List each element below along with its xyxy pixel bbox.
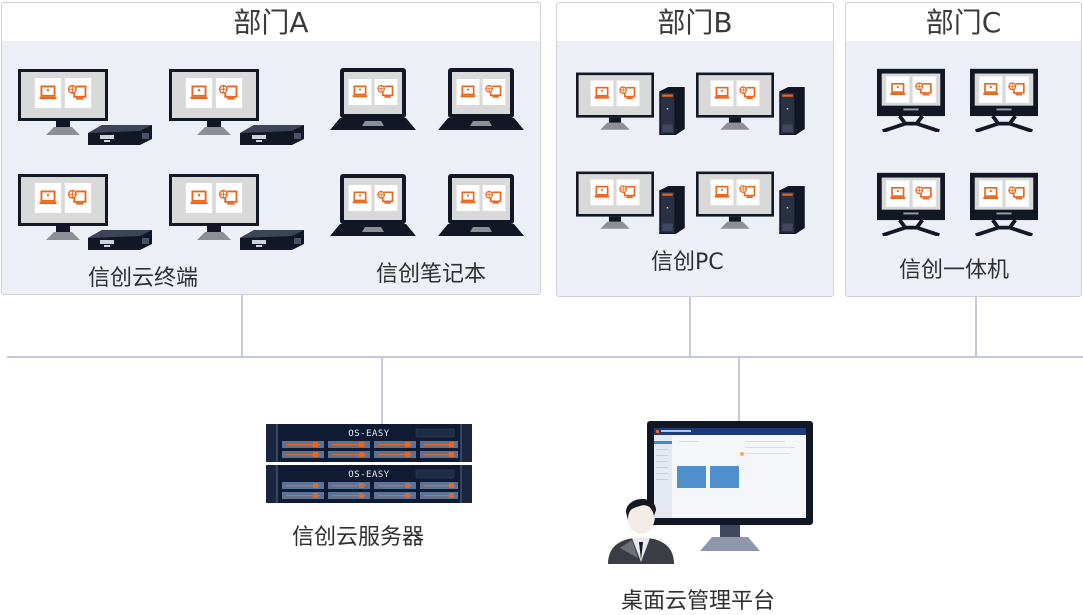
administrator-person-icon bbox=[608, 498, 674, 564]
all-in-one-icon bbox=[970, 68, 1038, 132]
pc-monitor-icon bbox=[576, 171, 654, 231]
thin-client-box-icon bbox=[240, 228, 304, 252]
laptop-group-label: 信创笔记本 bbox=[376, 262, 487, 287]
server-rack-icon bbox=[266, 465, 472, 503]
thin-client-box-icon bbox=[88, 123, 152, 147]
management-connector bbox=[738, 358, 740, 422]
server-rack-icon bbox=[266, 424, 472, 462]
pc-monitor-icon bbox=[696, 171, 774, 231]
pc-tower-icon bbox=[775, 186, 809, 234]
pc-monitor-icon bbox=[696, 72, 774, 132]
thin-client-box-icon bbox=[88, 228, 152, 252]
all-in-one-group-label: 信创一体机 bbox=[899, 258, 1010, 283]
server-connector bbox=[381, 358, 383, 424]
all-in-one-icon bbox=[970, 172, 1038, 236]
dept-c-connector bbox=[975, 296, 977, 356]
department-c-title: 部门C bbox=[846, 3, 1081, 41]
laptop-icon bbox=[330, 174, 416, 238]
dept-b-connector bbox=[689, 296, 691, 356]
server-label: 信创云服务器 bbox=[292, 525, 425, 550]
pc-group-label: 信创PC bbox=[651, 250, 724, 275]
department-b-title: 部门B bbox=[557, 3, 833, 41]
all-in-one-icon bbox=[877, 68, 945, 132]
all-in-one-icon bbox=[877, 172, 945, 236]
thin-client-box-icon bbox=[240, 123, 304, 147]
laptop-icon bbox=[438, 174, 524, 238]
department-c-panel: 部门C bbox=[845, 2, 1082, 297]
management-monitor-icon bbox=[647, 421, 813, 551]
pc-tower-icon bbox=[655, 87, 689, 135]
dept-a-connector bbox=[241, 294, 243, 356]
thin-client-group-label: 信创云终端 bbox=[88, 266, 199, 291]
network-bus-line bbox=[7, 356, 1083, 358]
laptop-icon bbox=[438, 68, 524, 132]
pc-tower-icon bbox=[655, 186, 689, 234]
laptop-icon bbox=[330, 68, 416, 132]
management-platform-label: 桌面云管理平台 bbox=[621, 589, 776, 614]
department-a-title: 部门A bbox=[2, 3, 540, 41]
department-b-panel: 部门B bbox=[556, 2, 834, 297]
pc-monitor-icon bbox=[576, 72, 654, 132]
pc-tower-icon bbox=[775, 87, 809, 135]
